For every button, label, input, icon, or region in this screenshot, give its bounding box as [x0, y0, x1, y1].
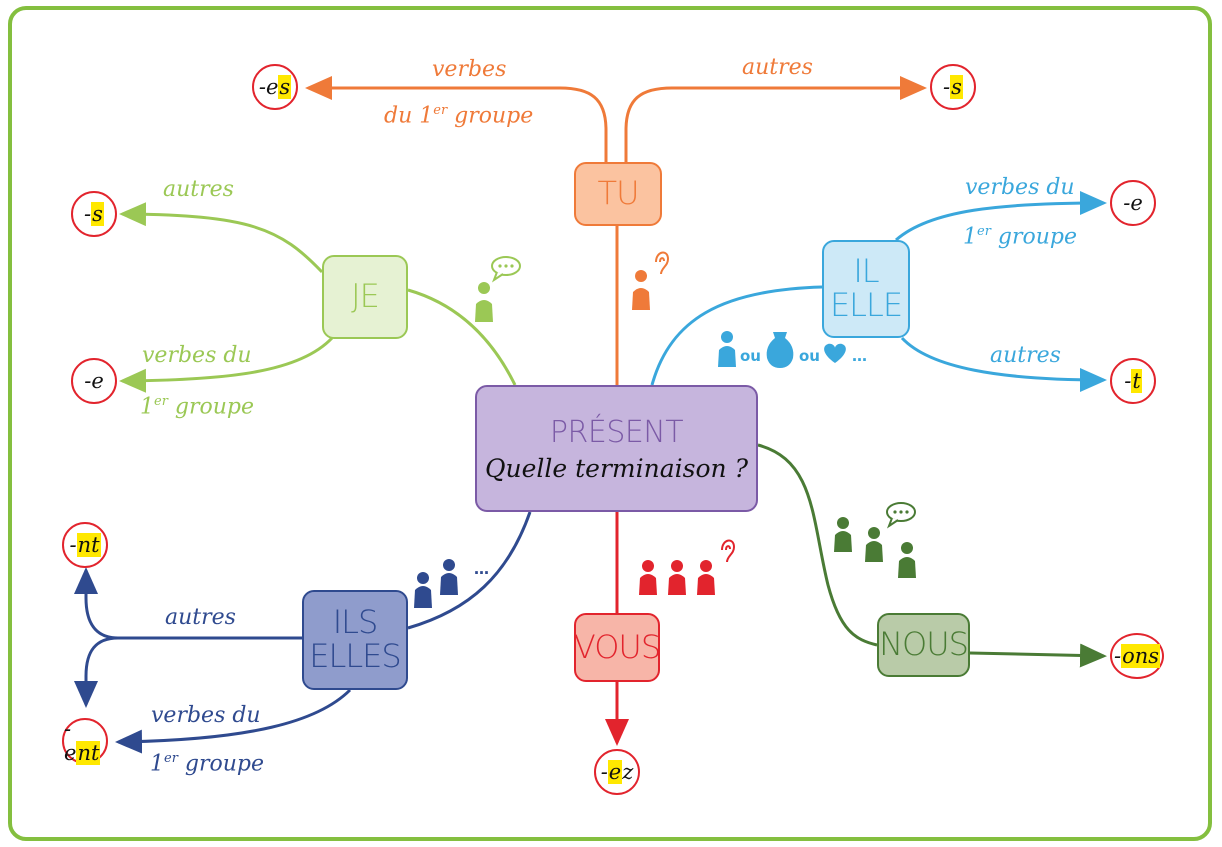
- vous-ending: -ez: [594, 749, 640, 795]
- center-box: PRÉSENT Quelle terminaison ?: [475, 385, 758, 512]
- il-pronoun-line1: IL: [853, 252, 879, 291]
- je-label-groupe: groupe: [167, 394, 255, 420]
- tu-pronoun: TU: [597, 174, 640, 213]
- je-connectors: [119, 202, 517, 393]
- il-or-word-2: ou: [799, 347, 820, 365]
- nous-connectors: [757, 443, 1107, 668]
- tu-ending-other-text: -s: [943, 75, 963, 99]
- nous-person-icon: [834, 517, 916, 578]
- ils-label-sup: er: [164, 751, 178, 766]
- ils-box: ILS ELLES: [302, 590, 408, 690]
- je-ending-other: -s: [71, 191, 117, 237]
- je-label-other: autres: [163, 177, 234, 202]
- tu-box: TU: [574, 162, 662, 226]
- tu-person-icon: [632, 270, 650, 310]
- il-person-icon: [718, 331, 736, 367]
- ending-highlight: nt: [76, 741, 101, 765]
- tu-connectors: [305, 76, 927, 385]
- il-label-groupe: groupe: [990, 224, 1078, 250]
- il-label-1: 1: [963, 224, 977, 250]
- ending-highlight: e: [607, 760, 623, 784]
- il-label-sup: er: [977, 224, 991, 239]
- ils-label-first-line2: 1er groupe: [150, 751, 265, 777]
- nous-box: NOUS: [877, 613, 970, 677]
- ending-highlight: s: [278, 75, 292, 99]
- ils-label-first-line1: verbes du: [151, 703, 261, 728]
- vous-person-icon: [639, 560, 715, 595]
- tu-label-first-line2: du 1er groupe: [384, 103, 534, 129]
- vous-ending-text: -ez: [600, 760, 634, 784]
- tu-label-du-1: du 1: [384, 103, 434, 129]
- tu-label-groupe: groupe: [447, 103, 534, 129]
- je-ending-first: -e: [71, 358, 117, 404]
- il-box: IL ELLE: [822, 240, 910, 338]
- il-ellipsis: …: [852, 347, 867, 365]
- je-ending-first-text: -e: [84, 369, 104, 393]
- vous-ear-icon: [721, 539, 736, 563]
- il-vase-icon: [766, 332, 794, 368]
- je-pronoun: JE: [351, 277, 380, 316]
- je-person-icon: [475, 282, 493, 322]
- je-ending-other-text: -s: [84, 202, 104, 226]
- ils-ellipsis: …: [474, 560, 489, 578]
- nous-ending: -ons: [1110, 633, 1164, 679]
- je-box: JE: [322, 255, 408, 339]
- ils-label-groupe: groupe: [177, 751, 265, 777]
- ils-connectors: [74, 511, 532, 754]
- ending-highlight: ons: [1121, 644, 1161, 668]
- je-label-first-line1: verbes du: [142, 343, 252, 368]
- il-label-first-line1: verbes du: [965, 175, 1075, 200]
- center-subtitle: Quelle terminaison ?: [485, 453, 748, 483]
- tu-ear-icon: [655, 251, 670, 275]
- ils-ending-first: -ent: [62, 717, 108, 765]
- ending-highlight: nt: [76, 533, 101, 557]
- je-label-first-line2: 1er groupe: [140, 394, 255, 420]
- ils-ending-first-text: -ent: [64, 717, 101, 765]
- nous-pronoun: NOUS: [879, 625, 969, 664]
- nous-ending-text: -ons: [1113, 644, 1161, 668]
- ils-pronoun-line2: ELLES: [309, 637, 401, 675]
- ending-highlight: s: [950, 75, 963, 99]
- vous-pronoun: VOUS: [573, 627, 661, 666]
- center-title: PRÉSENT: [549, 414, 684, 450]
- il-label-first-line2: 1er groupe: [963, 224, 1078, 250]
- je-label-sup: er: [154, 394, 168, 409]
- il-or-word-1: ou: [740, 347, 761, 365]
- il-ending-first-text: -e: [1123, 191, 1143, 215]
- tu-label-first-line1: verbes: [432, 57, 507, 82]
- je-label-1: 1: [140, 394, 154, 420]
- je-speech-bubble-icon: [491, 256, 521, 283]
- tu-label-sup: er: [433, 103, 448, 118]
- ils-ending-other: -nt: [62, 522, 108, 568]
- tu-ending-first-text: -es: [258, 75, 292, 99]
- ils-label-other: autres: [165, 605, 236, 630]
- ils-label-1: 1: [150, 751, 164, 777]
- ils-ending-other-text: -nt: [69, 533, 101, 557]
- tu-ending-other: -s: [930, 64, 976, 110]
- il-pronoun-line2: ELLE: [829, 286, 903, 324]
- il-ending-other-text: -t: [1124, 369, 1142, 393]
- ending-highlight: s: [91, 202, 104, 226]
- il-connectors: [650, 191, 1107, 392]
- tu-label-other: autres: [742, 55, 813, 80]
- il-ending-other: -t: [1110, 358, 1156, 404]
- ils-person-icon: [414, 559, 458, 608]
- ending-highlight: t: [1131, 369, 1142, 393]
- il-heart-icon: [824, 343, 846, 363]
- nous-speech-bubble-icon: [886, 502, 916, 529]
- il-ending-first: -e: [1110, 180, 1156, 226]
- il-label-other: autres: [990, 343, 1061, 368]
- tu-ending-first: -es: [252, 64, 298, 110]
- ils-pronoun-line1: ILS: [332, 603, 379, 642]
- vous-box: VOUS: [573, 613, 661, 682]
